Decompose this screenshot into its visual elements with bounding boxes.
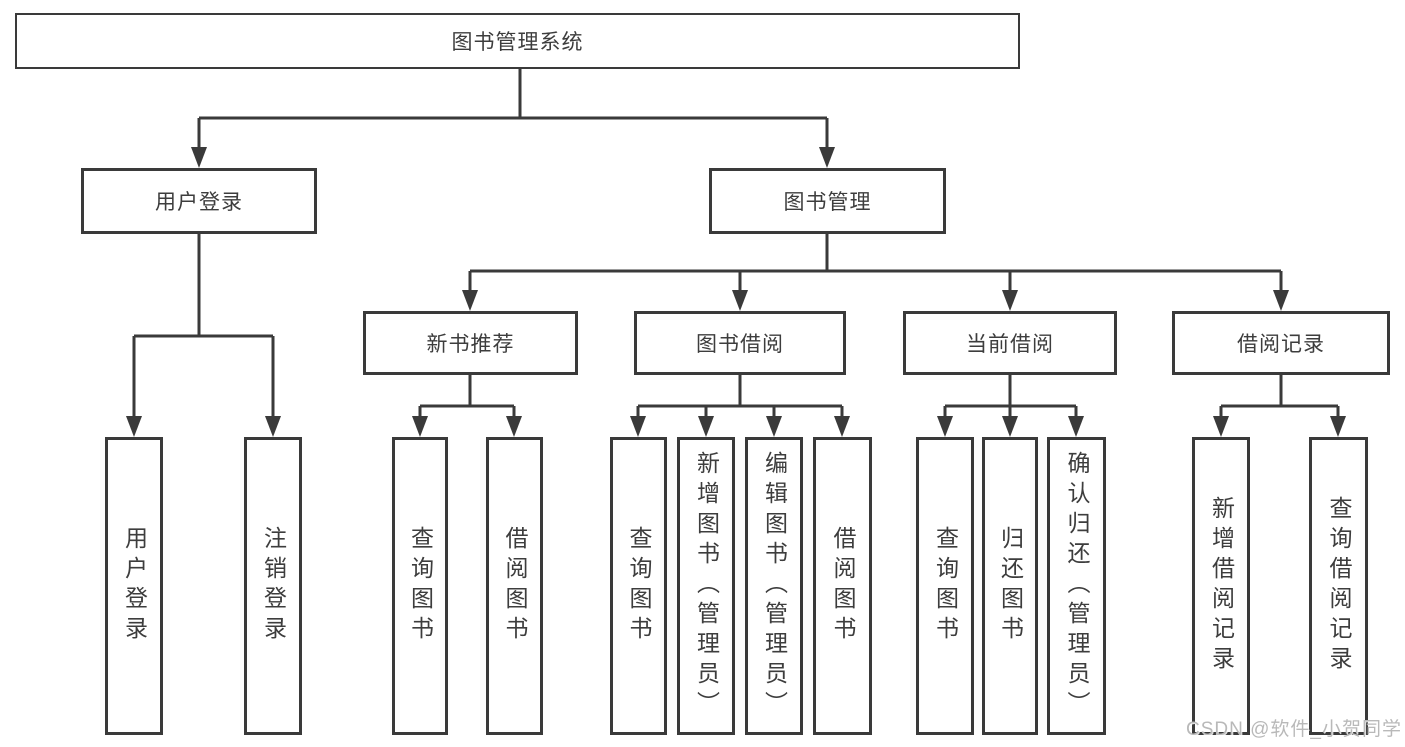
node-current-borrow-label: 当前借阅	[966, 333, 1054, 356]
node-book-borrow-label: 图书借阅	[696, 333, 784, 356]
node-new-book-recommend-label: 新书推荐	[426, 333, 515, 356]
node-user-login-label: 用户登录	[155, 191, 243, 214]
leaf-confirm-return-admin-label: 确认归还（管理员）	[1064, 451, 1090, 721]
leaf-query-books-recommend: 查询图书	[392, 437, 448, 735]
leaf-return-book: 归还图书	[982, 437, 1038, 735]
leaf-borrow-books-recommend: 借阅图书	[486, 437, 543, 735]
node-book-management: 图书管理	[709, 168, 946, 234]
node-book-management-label: 图书管理	[783, 191, 872, 214]
leaf-borrow-books-recommend-label: 借阅图书	[502, 526, 528, 646]
leaf-query-books-current: 查询图书	[916, 437, 974, 735]
leaf-query-books-current-label: 查询图书	[932, 526, 959, 646]
leaf-borrow-books-2: 借阅图书	[813, 437, 872, 735]
leaf-add-book-admin: 新增图书（管理员）	[677, 437, 735, 735]
leaf-return-book-label: 归还图书	[997, 526, 1024, 646]
node-root-system: 图书管理系统	[15, 13, 1020, 69]
node-current-borrow: 当前借阅	[903, 311, 1117, 375]
leaf-borrow-books-2-label: 借阅图书	[830, 526, 856, 646]
node-book-borrow: 图书借阅	[634, 311, 846, 375]
leaf-query-books-borrow-label: 查询图书	[626, 526, 652, 646]
leaf-query-borrow-record: 查询借阅记录	[1309, 437, 1368, 735]
leaf-add-borrow-record: 新增借阅记录	[1192, 437, 1250, 735]
leaf-confirm-return-admin: 确认归还（管理员）	[1047, 437, 1106, 735]
node-borrow-records: 借阅记录	[1172, 311, 1390, 375]
node-root-label: 图书管理系统	[451, 31, 584, 54]
leaf-query-books-borrow: 查询图书	[610, 437, 667, 735]
node-user-login: 用户登录	[81, 168, 317, 234]
leaf-add-borrow-record-label: 新增借阅记录	[1208, 496, 1235, 676]
leaf-query-borrow-record-label: 查询借阅记录	[1326, 496, 1352, 676]
csdn-watermark: CSDN @软件_小贺同学	[1186, 719, 1402, 740]
leaf-logout: 注销登录	[244, 437, 302, 735]
node-borrow-records-label: 借阅记录	[1237, 333, 1325, 356]
leaf-add-book-admin-label: 新增图书（管理员）	[693, 451, 720, 721]
leaf-user-login: 用户登录	[105, 437, 163, 735]
leaf-user-login-label: 用户登录	[121, 526, 148, 646]
leaf-edit-book-admin-label: 编辑图书（管理员）	[761, 451, 788, 721]
leaf-edit-book-admin: 编辑图书（管理员）	[745, 437, 803, 735]
leaf-logout-label: 注销登录	[260, 526, 287, 646]
node-new-book-recommend: 新书推荐	[363, 311, 578, 375]
leaf-query-books-recommend-label: 查询图书	[407, 526, 434, 646]
